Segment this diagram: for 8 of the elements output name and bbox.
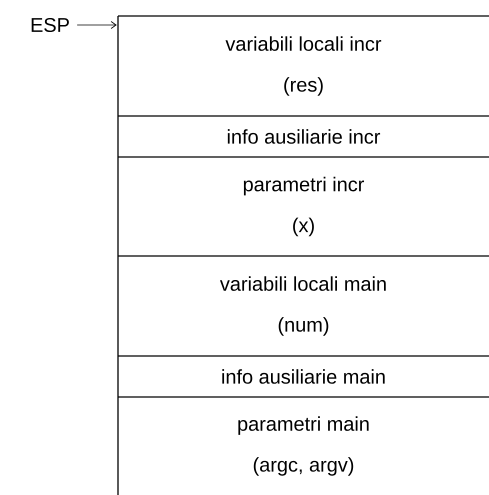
stack-cell: info ausiliarie main <box>117 355 489 398</box>
stack-cell: parametri incr (x) <box>117 156 489 257</box>
stack-cell: variabili locali incr (res) <box>117 15 489 117</box>
arrow <box>76 21 117 29</box>
pointer-label: ESP <box>32 18 69 32</box>
stack-cell: parametri main (argc, argv) <box>117 396 489 495</box>
stack-cell: info ausiliarie incr <box>117 115 489 158</box>
stack-cell: variabili locali main (num) <box>117 255 489 357</box>
